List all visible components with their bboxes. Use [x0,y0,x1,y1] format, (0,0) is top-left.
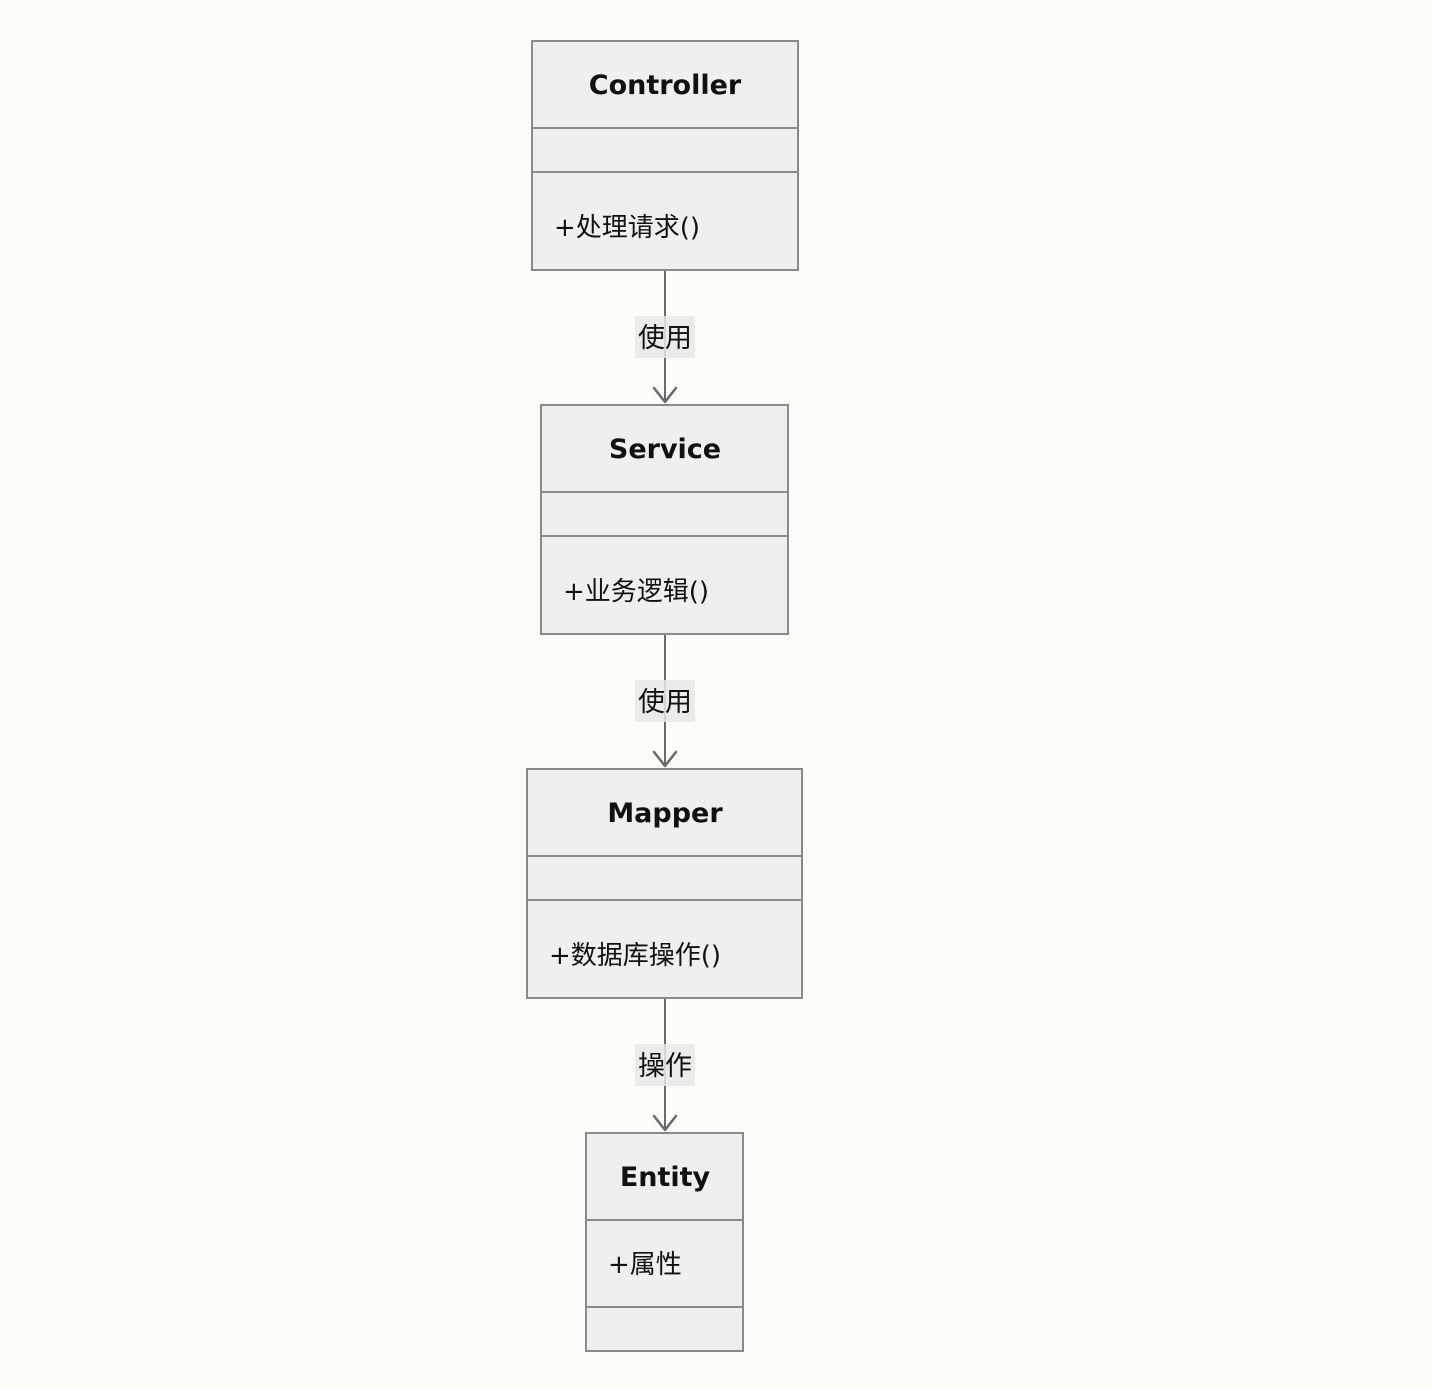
relation-mapper-entity: 操作 [635,998,695,1132]
class-method: +数据库操作() [549,941,721,971]
class-box [540,404,789,635]
class-box [585,1132,744,1352]
relation-label-bg [635,680,695,722]
class-method: +业务逻辑() [563,577,709,607]
relation-label: 使用 [638,687,692,718]
relation-service-mapper: 使用 [635,634,695,768]
class-box [526,768,803,999]
class-name: Mapper [607,798,723,829]
class-controller[interactable]: Controller +处理请求() [531,40,799,271]
relation-label: 操作 [638,1051,692,1082]
class-attribute: +属性 [608,1250,682,1280]
class-name: Controller [589,70,742,101]
class-mapper[interactable]: Mapper +数据库操作() [526,768,803,999]
class-box [531,40,799,271]
class-method: +处理请求() [554,213,700,243]
class-service[interactable]: Service +业务逻辑() [540,404,789,635]
relation-label-bg [635,316,695,358]
class-name: Entity [620,1162,711,1193]
arrow-head-icon [652,1114,678,1132]
relation-label: 使用 [638,323,692,354]
class-entity[interactable]: Entity +属性 [585,1132,744,1352]
arrow-head-icon [652,386,678,404]
class-name: Service [609,434,721,465]
relation-controller-service: 使用 [635,270,695,404]
relation-label-bg [635,1044,695,1086]
arrow-head-icon [652,750,678,768]
